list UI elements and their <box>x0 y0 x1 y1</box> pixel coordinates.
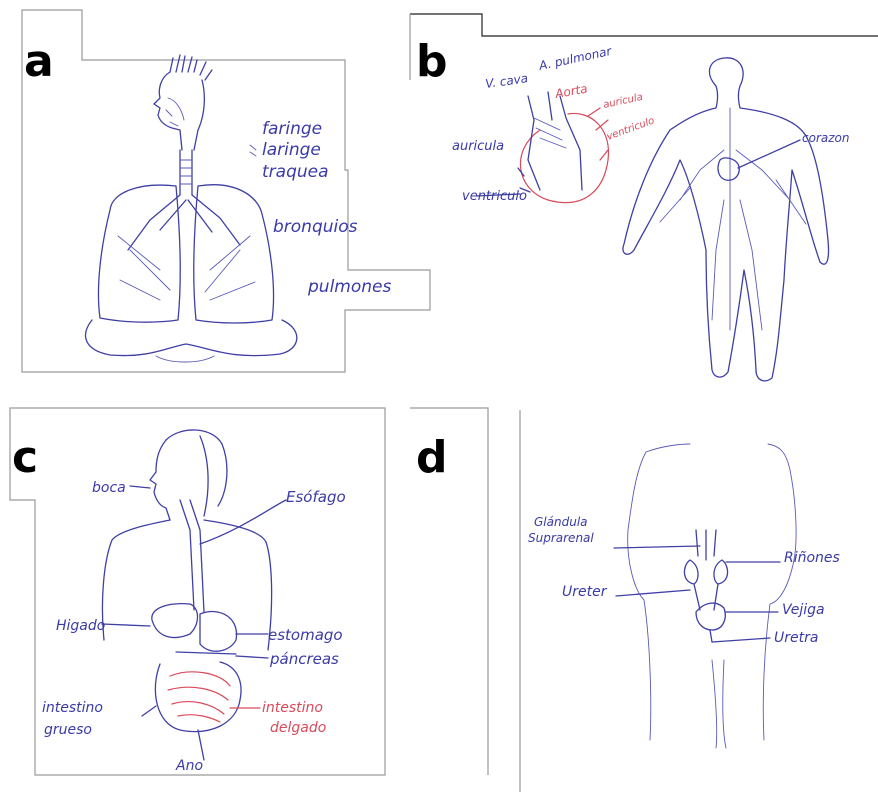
diaphragm <box>86 320 297 356</box>
respiratory-drawing <box>86 55 297 362</box>
label-v-cava: V. cava <box>484 71 528 91</box>
ureters <box>694 584 718 610</box>
label-glandula-2: Suprarenal <box>528 531 594 545</box>
label-pancreas: páncreas <box>269 650 339 668</box>
bladder <box>696 603 725 630</box>
body-base-curve <box>156 356 214 362</box>
pancreas-pointer <box>236 656 268 658</box>
adrenal-vessels <box>696 530 716 560</box>
bronchi <box>128 195 240 250</box>
label-intestino-delgado-2: delgado <box>270 720 326 736</box>
head-hair <box>170 55 212 80</box>
panel-d: d Glándula Suprarenal Riñones Ureter Vej… <box>410 408 840 792</box>
panel-a-frame <box>22 10 430 372</box>
pancreas <box>176 652 236 654</box>
stomach <box>200 612 237 652</box>
corazon-pointer <box>738 140 800 168</box>
heart-in-body <box>718 158 739 180</box>
small-intestine <box>168 672 230 722</box>
label-ventriculo: ventriculo <box>462 189 527 204</box>
panel-c-letter: c <box>12 432 38 483</box>
torso-outline <box>102 520 271 650</box>
panel-b: b V. cava A. pulmonar Aorta auricula ven… <box>410 14 878 381</box>
lung-vessels <box>118 236 255 300</box>
panel-b-top-frame <box>410 14 878 36</box>
label-uretra: Uretra <box>774 630 818 646</box>
label-corazon: corazon <box>802 131 849 145</box>
panel-b-letter: b <box>416 36 448 87</box>
body-outline-urinary <box>628 444 796 748</box>
panel-a-letter: a <box>24 36 54 87</box>
panel-c: c <box>10 408 385 775</box>
vessels <box>660 108 806 330</box>
higado-pointer <box>102 624 150 626</box>
label-higado: Higado <box>56 618 105 634</box>
label-ano: Ano <box>175 758 203 774</box>
glandula-pointer <box>614 546 700 548</box>
label-a-pulmonar: A. pulmonar <box>537 44 614 73</box>
heart-valves <box>534 118 566 148</box>
urinary-drawing <box>614 444 796 748</box>
label-ureter: Ureter <box>562 584 608 600</box>
label-vejiga: Vejiga <box>782 602 825 618</box>
boca-pointer <box>130 486 150 488</box>
label-intestino-grueso-1: intestino <box>42 700 103 716</box>
right-lung <box>194 185 274 323</box>
trachea-rings <box>180 160 192 184</box>
panel-c-frame <box>10 408 385 775</box>
digestive-drawing <box>102 430 286 760</box>
intestino-grueso-pointer <box>142 706 156 716</box>
head-back <box>194 80 204 150</box>
panel-a: a faringe laringe traquea bronquios <box>22 10 430 372</box>
pharynx-lines <box>166 98 184 126</box>
uretra-pointer <box>712 638 770 642</box>
trachea <box>180 150 192 195</box>
digestive-hair <box>166 430 227 516</box>
label-auricula-red: auricula <box>602 92 644 111</box>
head-profile <box>154 72 182 150</box>
heart-vessels <box>528 92 582 190</box>
label-glandula-1: Glándula <box>534 515 588 529</box>
label-auricula: auricula <box>452 139 504 154</box>
esophagus <box>180 500 204 612</box>
label-laringe: laringe <box>262 140 321 160</box>
label-bronquios: bronquios <box>273 217 358 237</box>
label-ventriculo-red: ventriculo <box>605 115 656 142</box>
label-aorta: Aorta <box>553 82 588 102</box>
rectum <box>198 730 204 760</box>
ureter-pointer <box>616 590 690 596</box>
liver <box>152 604 198 638</box>
label-esofago: Esófago <box>286 488 346 506</box>
body-outline <box>623 58 829 381</box>
label-pulmones: pulmones <box>307 277 391 297</box>
label-intestino-grueso-2: grueso <box>44 722 92 738</box>
label-boca: boca <box>92 480 126 496</box>
label-intestino-delgado-1: intestino <box>262 700 323 716</box>
heart-outline <box>520 113 608 202</box>
label-rinones: Riñones <box>784 550 840 566</box>
label-ticks-a <box>250 145 256 156</box>
label-estomago: estomago <box>268 626 343 644</box>
digestive-head-profile <box>150 440 170 520</box>
urethra <box>710 630 712 642</box>
panel-d-letter: d <box>416 432 448 483</box>
right-kidney <box>714 560 728 584</box>
label-faringe: faringe <box>262 119 322 139</box>
label-traquea: traquea <box>262 162 329 182</box>
body-circulatory-drawing <box>623 58 829 381</box>
left-kidney <box>684 560 698 584</box>
